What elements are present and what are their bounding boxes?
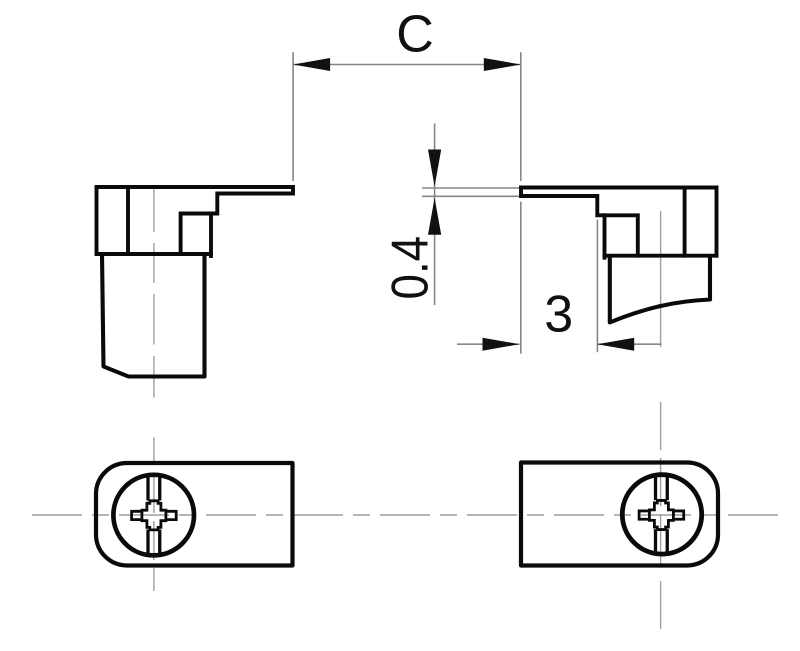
svg-text:3: 3 [544,286,573,344]
svg-text:0.4: 0.4 [382,236,439,300]
svg-text:C: C [396,6,434,64]
